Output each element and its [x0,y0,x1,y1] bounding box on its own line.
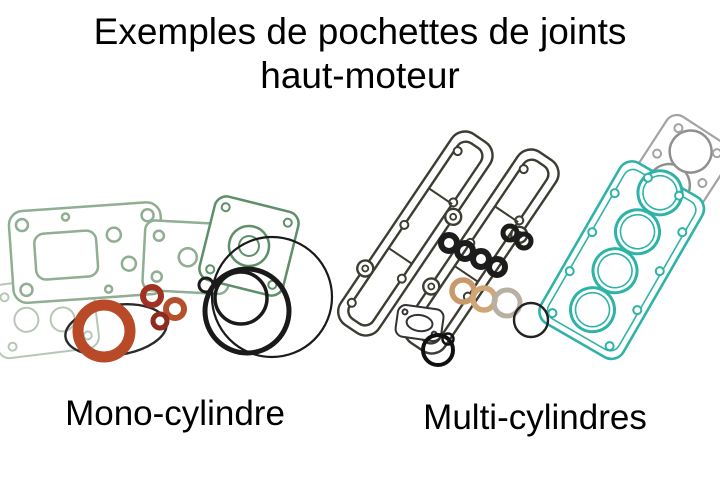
mono-cylinder-kit [0,195,334,363]
multi-cylinder-kit [337,113,720,367]
caption-multi-cylindres: Multi-cylindres [423,398,647,437]
orange-ring-gasket [72,299,136,363]
head-gasket-a [7,201,167,305]
copper-washers [449,277,523,319]
valve-cover-gasket-1 [337,130,494,337]
caption-mono-cylindre: Mono-cylindre [65,394,285,433]
red-grommets [140,284,187,331]
seal-with-port [421,332,455,367]
black-o-rings [197,235,334,359]
thin-o-ring [512,301,550,339]
valve-stem-seals [438,223,534,278]
title-line-2: haut-moteur [260,55,460,96]
teal-gasket-bolt-holes [547,172,688,352]
page-title: Exemples de pochettes de joints haut-mot… [0,10,720,98]
small-cover-gasket [394,304,445,343]
square-gasket [198,195,300,297]
teal-head-gasket [538,160,706,361]
title-line-1: Exemples de pochettes de joints [93,11,627,52]
